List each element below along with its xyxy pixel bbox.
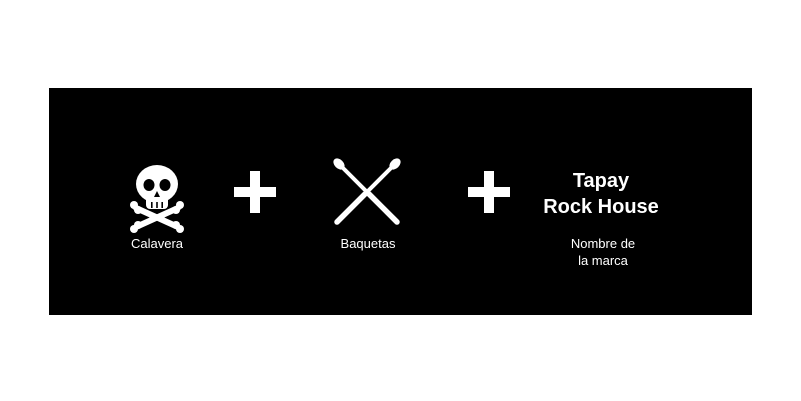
plus-icon <box>468 171 510 213</box>
plus-icon <box>234 171 276 213</box>
crossed-drumsticks-icon <box>333 158 401 225</box>
brand-caption-line2: la marca <box>578 253 628 268</box>
calavera-label: Calavera <box>130 236 184 251</box>
baquetas-label: Baquetas <box>340 236 396 251</box>
brand-name-line1: Tapay <box>572 170 630 192</box>
skull-and-crossbones-icon <box>130 165 184 233</box>
brand-name-line2: Rock House <box>543 196 659 218</box>
brand-caption-line1: Nombre de <box>570 236 636 251</box>
